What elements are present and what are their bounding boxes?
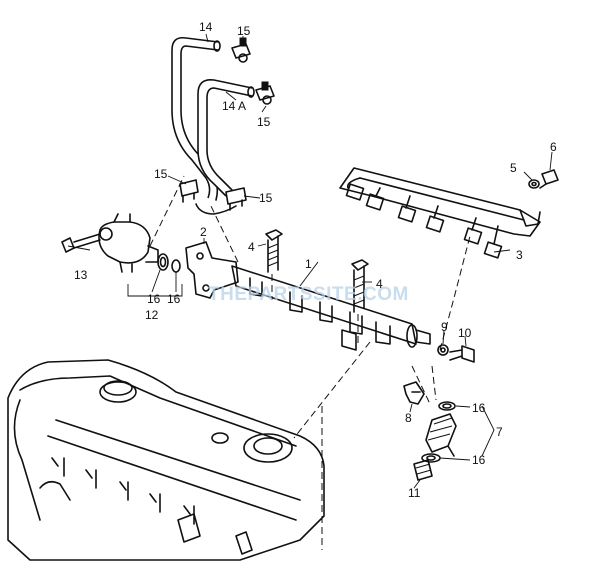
callout-15-top: 15: [237, 24, 251, 38]
callout-11: 11: [408, 486, 421, 500]
callout-labels: 14 15 14 A 15 15 15 2 4 1 4 13 16 16 12 …: [74, 20, 557, 500]
hose-clamp-lower-left[interactable]: [179, 179, 199, 203]
callout-8: 8: [405, 411, 412, 425]
mounting-bracket[interactable]: [185, 241, 239, 299]
pressure-regulator[interactable]: [98, 213, 159, 273]
fuel-rail[interactable]: [231, 265, 431, 351]
callout-16-d: 16: [472, 453, 486, 467]
callout-3: 3: [516, 248, 523, 262]
callout-14a: 14 A: [222, 99, 246, 113]
callout-14: 14: [199, 20, 213, 34]
callout-16-c: 16: [472, 401, 486, 415]
wiring-harness[interactable]: [339, 167, 541, 259]
group-7-bracket: [481, 405, 495, 457]
callout-1: 1: [305, 257, 312, 271]
callout-15-mid: 15: [257, 115, 271, 129]
regulator-bolt[interactable]: [61, 233, 101, 253]
callout-4-left: 4: [248, 240, 255, 254]
fuel-injector[interactable]: [425, 413, 457, 457]
callout-2: 2: [200, 225, 207, 239]
alignment-lines: [149, 175, 471, 550]
injector-holder-11[interactable]: [413, 459, 433, 481]
group-12-bracket-lines: [127, 284, 183, 297]
injector-clip-8[interactable]: [403, 381, 425, 405]
callout-16-a: 16: [147, 292, 161, 306]
callout-9: 9: [441, 320, 448, 334]
callout-15-left: 15: [154, 167, 168, 181]
callout-6: 6: [550, 140, 557, 154]
injector-seal-upper[interactable]: [438, 401, 456, 411]
callout-5: 5: [510, 161, 517, 175]
callout-13: 13: [74, 268, 88, 282]
watermark-text: THEPARTSSITE.COM: [208, 284, 409, 305]
callout-15-right: 15: [259, 191, 273, 205]
o-ring-16-b[interactable]: [171, 259, 181, 273]
callout-7: 7: [496, 425, 503, 439]
callout-4-right: 4: [376, 277, 383, 291]
nut-5[interactable]: [528, 179, 540, 189]
callout-16-b: 16: [167, 292, 181, 306]
callout-12: 12: [145, 308, 159, 322]
screw-6[interactable]: [539, 169, 559, 189]
hose-clamp-top-2[interactable]: [255, 81, 275, 105]
fuel-hose-14a[interactable]: [197, 78, 255, 197]
hose-clamp-top-1[interactable]: [231, 37, 251, 63]
o-ring-16-a[interactable]: [157, 253, 169, 271]
hose-junction: [195, 203, 237, 215]
bolt-10[interactable]: [449, 345, 475, 363]
engine-cylinder-head: [7, 359, 325, 561]
bolt-4-left[interactable]: [265, 229, 283, 273]
washer-9[interactable]: [437, 344, 449, 356]
callout-10: 10: [458, 326, 472, 340]
leader-lines: [67, 33, 553, 489]
